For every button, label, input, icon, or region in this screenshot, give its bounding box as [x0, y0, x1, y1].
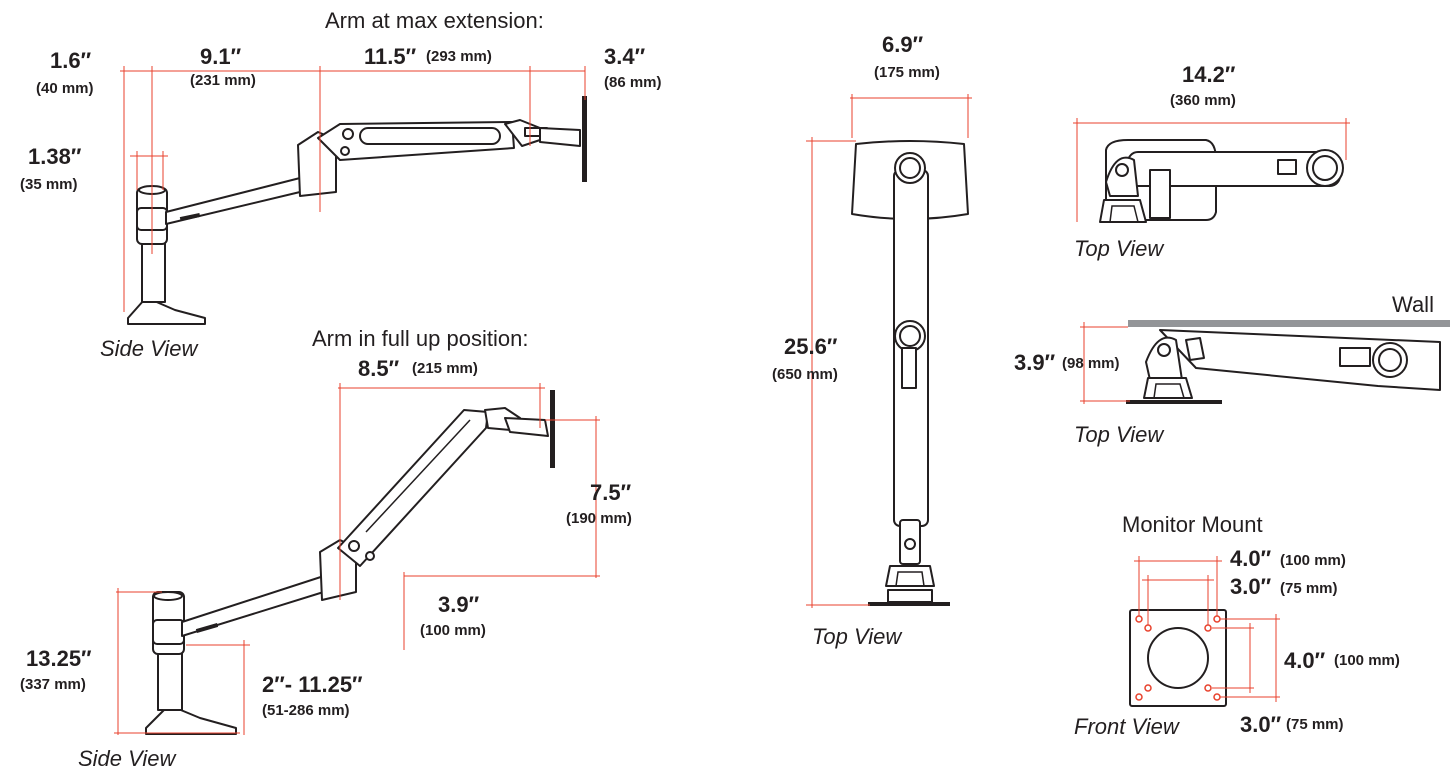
dim-51-286-mm: (51-286 mm)	[262, 702, 350, 719]
side-view-raised-arm	[145, 390, 555, 735]
side-bottom-heading: Arm in full up position:	[312, 326, 529, 351]
dim-7-5-inch: 7.5″	[590, 480, 632, 505]
dim-190-mm: (190 mm)	[566, 510, 632, 527]
dim-3-0-inch-width: 3.0″	[1230, 574, 1272, 599]
top-view-compact-arm	[1099, 139, 1344, 223]
monitor-mount-plate	[1129, 609, 1227, 707]
dim-14-2-inch: 14.2″	[1182, 62, 1236, 87]
top-view-wall-dimensions	[1080, 322, 1130, 404]
top-right2-caption: Top View	[1074, 422, 1164, 447]
dim-8-5-inch: 8.5″	[358, 356, 400, 381]
monitor-mount-caption: Front View	[1074, 714, 1179, 739]
dim-25-6-inch: 25.6″	[784, 334, 838, 359]
top-view-compact-dimensions	[1073, 118, 1350, 222]
dim-11-5-inch: 11.5″	[364, 44, 417, 69]
dim-215-mm: (215 mm)	[412, 360, 478, 377]
wall-label: Wall	[1392, 292, 1434, 317]
dim-3-0-inch-height: 3.0″	[1240, 712, 1282, 737]
dim-4-0-inch-width: 4.0″	[1230, 546, 1272, 571]
dim-231-mm: (231 mm)	[190, 72, 256, 89]
top-view-dimensions	[806, 94, 972, 608]
side-top-caption: Side View	[100, 336, 198, 361]
side-bottom-caption: Side View	[78, 746, 176, 771]
dim-4-0-inch-height: 4.0″	[1284, 648, 1326, 673]
dim-98-mm: (98 mm)	[1062, 355, 1120, 372]
side-view-extended-arm	[127, 96, 587, 325]
dim-1-38-inch: 1.38″	[28, 144, 82, 169]
dim-75-mm-height: (75 mm)	[1286, 716, 1344, 733]
top-view-arm	[851, 140, 969, 606]
side-view-extended-dimensions	[120, 66, 586, 312]
dim-293-mm: (293 mm)	[426, 48, 492, 65]
dim-175-mm: (175 mm)	[874, 64, 940, 81]
dim-2-11-25-inch: 2″- 11.25″	[262, 672, 363, 697]
dim-100-mm-height: (100 mm)	[1334, 652, 1400, 669]
top-right1-caption: Top View	[1074, 236, 1164, 261]
dim-13-25-inch: 13.25″	[26, 646, 92, 671]
dim-35-mm: (35 mm)	[20, 176, 78, 193]
top-view-wall-arm	[1126, 320, 1450, 404]
monitor-mount-dimensions	[1134, 556, 1280, 702]
dim-337-mm: (337 mm)	[20, 676, 86, 693]
top-tall-caption: Top View	[812, 624, 902, 649]
dim-86-mm: (86 mm)	[604, 74, 662, 91]
dim-100-mm-width: (100 mm)	[1280, 552, 1346, 569]
monitor-mount-heading: Monitor Mount	[1122, 512, 1263, 537]
dim-75-mm-width: (75 mm)	[1280, 580, 1338, 597]
dim-3-4-inch: 3.4″	[604, 44, 646, 69]
dim-9-1-inch: 9.1″	[200, 44, 242, 69]
dim-360-mm: (360 mm)	[1170, 92, 1236, 109]
dim-3-9-inch-wall: 3.9″	[1014, 350, 1056, 375]
dim-6-9-inch: 6.9″	[882, 32, 924, 57]
dim-3-9-inch: 3.9″	[438, 592, 480, 617]
side-view-raised-dimensions	[114, 383, 600, 735]
dim-650-mm: (650 mm)	[772, 366, 838, 383]
side-top-heading: Arm at max extension:	[325, 8, 544, 33]
dim-40-mm: (40 mm)	[36, 80, 94, 97]
dim-1-6-inch: 1.6″	[50, 48, 92, 73]
dim-100-mm: (100 mm)	[420, 622, 486, 639]
